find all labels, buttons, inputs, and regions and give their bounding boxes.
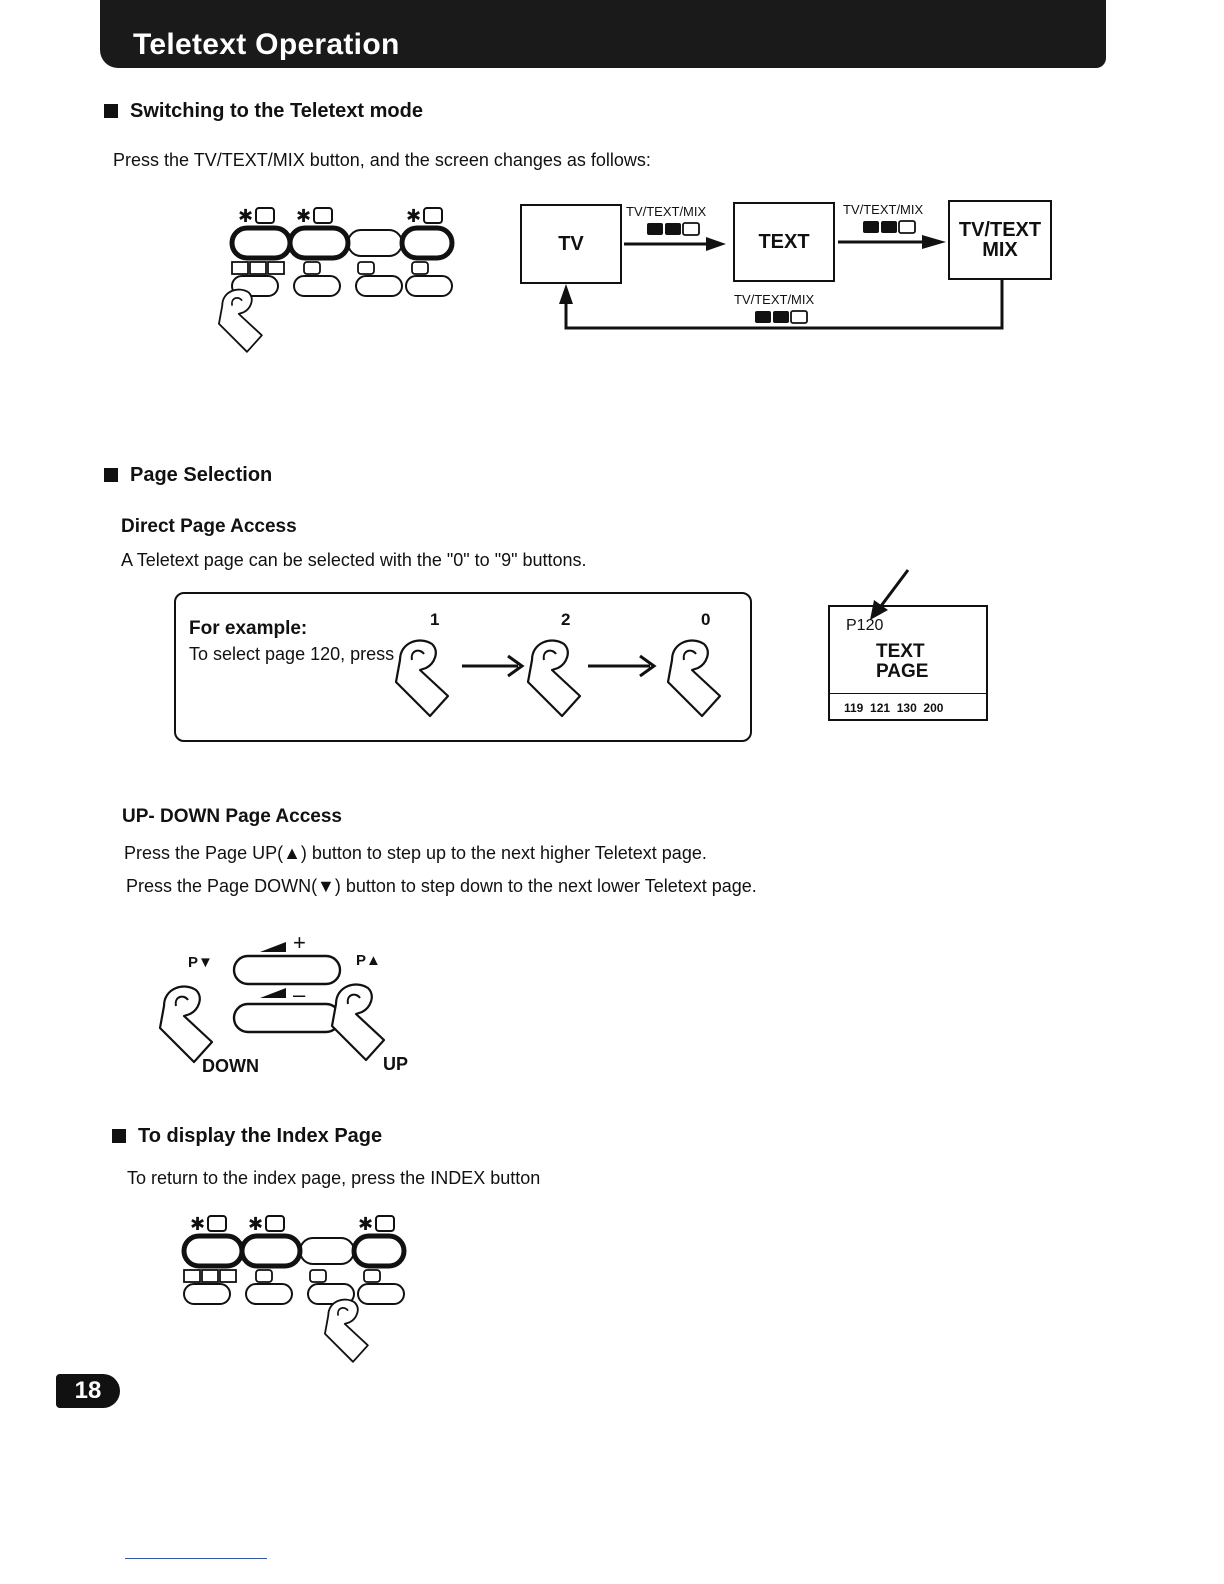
flow-arrows: [559, 235, 1004, 330]
index-text: To return to the index page, press the I…: [127, 1168, 541, 1188]
pointing-hand-icon: [320, 1278, 386, 1378]
flow-label-2: TV/TEXT/MIX: [843, 202, 924, 217]
example-title: For example:: [189, 618, 308, 639]
switching-intro: Press the TV/TEXT/MIX button, and the sc…: [113, 150, 651, 170]
section-heading-index: To display the Index Page: [112, 1125, 382, 1148]
page-up-label: P▲: [356, 952, 381, 969]
screen-page-number: P120: [846, 617, 884, 634]
footer-line: [125, 1558, 267, 1559]
bullet-icon: [104, 468, 118, 482]
pointing-hand-icon: [662, 630, 742, 720]
section-heading-page-selection: Page Selection: [104, 464, 272, 487]
teletext-screen: P120 TEXT PAGE 119 121 130 200: [828, 605, 988, 721]
page-down-label: P▼: [188, 954, 213, 971]
page-number-badge: 18: [56, 1374, 120, 1408]
mode-box-tv: TV: [520, 204, 622, 284]
page-title: Teletext Operation: [133, 28, 400, 61]
pointing-hand-icon: [214, 268, 280, 368]
direct-access-title: Direct Page Access: [121, 516, 297, 537]
down-label: DOWN: [202, 1056, 259, 1076]
digit-label: 2: [561, 610, 571, 629]
mode-box-mix: TV/TEXT MIX: [948, 200, 1052, 280]
pointing-hand-icon: [326, 974, 406, 1064]
flow-label-1: TV/TEXT/MIX: [626, 204, 707, 219]
example-box: [174, 592, 752, 742]
direct-access-desc: A Teletext page can be selected with the…: [121, 550, 587, 570]
pointing-hand-icon: [154, 976, 234, 1066]
section-heading-switching: Switching to the Teletext mode: [104, 100, 423, 123]
bullet-icon: [112, 1129, 126, 1143]
header-bar: [100, 0, 1106, 68]
updown-line-1: Press the Page UP(▲) button to step up t…: [124, 843, 707, 863]
pointer-arrow-icon: [870, 569, 910, 620]
pointing-hand-icon: [390, 630, 470, 720]
flow-label-3: TV/TEXT/MIX: [734, 292, 815, 307]
updown-line-2: Press the Page DOWN(▼) button to step do…: [126, 876, 757, 896]
screen-line-2: PAGE: [876, 661, 929, 682]
screen-line-1: TEXT: [876, 641, 925, 662]
screen-fastext: 119 121 130 200: [844, 701, 944, 715]
bullet-icon: [104, 104, 118, 118]
digit-label: 0: [701, 610, 711, 629]
sequence-arrows: [462, 654, 657, 678]
updown-title: UP- DOWN Page Access: [122, 806, 342, 827]
example-text: To select page 120, press: [189, 644, 395, 664]
volume-plus-label: +: [293, 930, 306, 955]
volume-minus-label: –: [293, 982, 306, 1007]
up-label: UP: [383, 1054, 409, 1074]
screen-divider: [830, 693, 986, 694]
mode-box-text: TEXT: [733, 202, 835, 282]
digit-label: 1: [430, 610, 440, 629]
